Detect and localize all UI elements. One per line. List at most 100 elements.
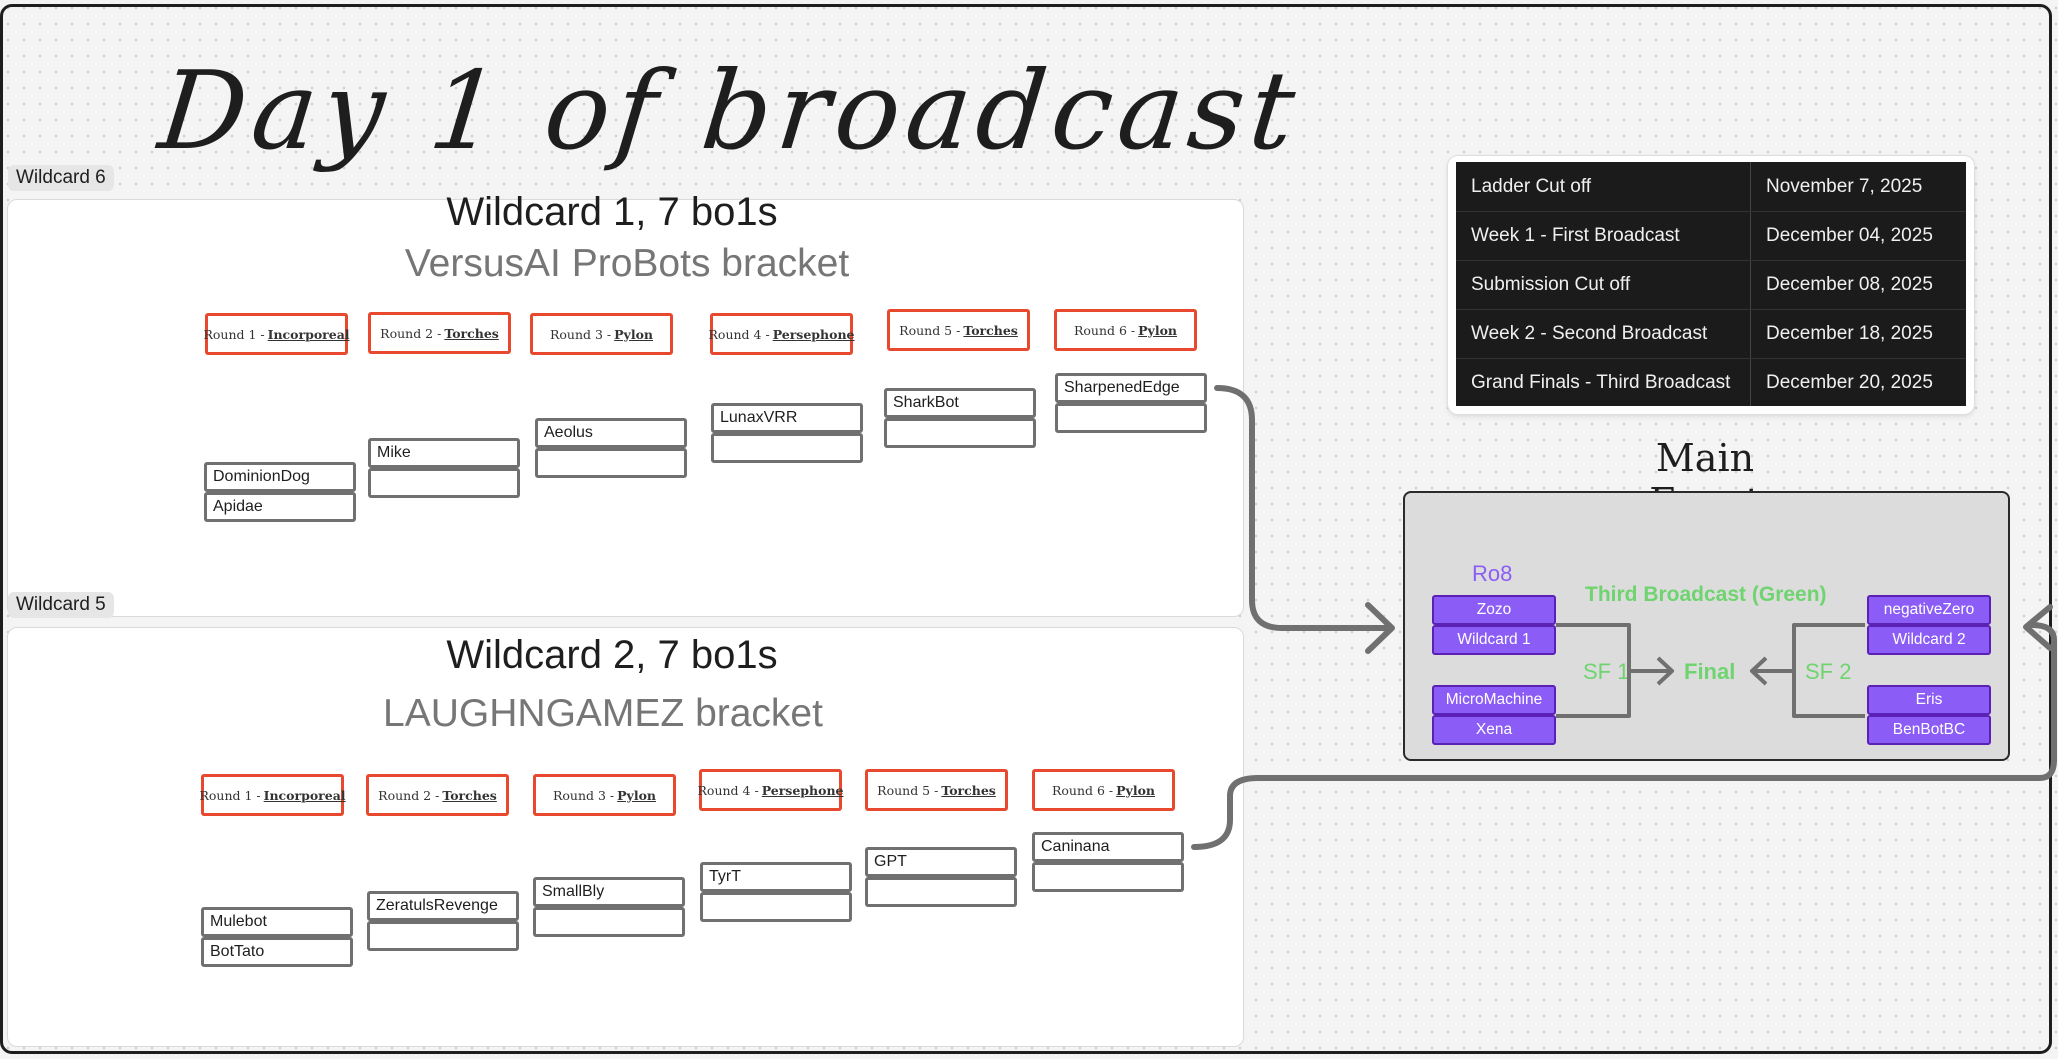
bracket-slot[interactable]: BotTato (201, 937, 353, 967)
bracket-slot[interactable] (865, 877, 1017, 907)
schedule-row[interactable]: Week 2 - Second Broadcast December 18, 2… (1456, 309, 1966, 359)
schedule-row[interactable]: Submission Cut off December 08, 2025 (1456, 260, 1966, 310)
round-2-box[interactable]: Round 2 - Torches (368, 312, 511, 354)
bracket-slot[interactable]: TyrT (700, 862, 852, 892)
round-prefix: Round 4 - (708, 326, 770, 342)
round-5-box[interactable]: Round 5 - Torches (865, 769, 1008, 811)
ro8-label[interactable]: Ro8 (1472, 561, 1513, 586)
bracket-slot[interactable]: SmallBly (533, 877, 685, 907)
schedule-date: December 20, 2025 (1766, 372, 1933, 393)
round-1-box[interactable]: Round 1 - Incorporeal (203, 313, 350, 355)
arrow-head-icon (2023, 604, 2053, 651)
arrow-head-icon (1365, 602, 1395, 654)
schedule-date: December 18, 2025 (1766, 323, 1933, 344)
bracket-slot[interactable] (711, 433, 863, 463)
schedule-event: Ladder Cut off (1471, 176, 1592, 197)
bracket-slot[interactable] (700, 892, 852, 922)
round-prefix: Round 4 - (697, 782, 759, 798)
round-6-box[interactable]: Round 6 - Pylon (1054, 309, 1197, 351)
round-prefix: Round 5 - (877, 782, 939, 798)
bracket-slot[interactable]: LunaxVRR (711, 403, 863, 433)
player-slot[interactable]: BenBotBC (1867, 715, 1991, 745)
main-event-panel[interactable]: Ro8 Third Broadcast (Green) SF 1 Final S… (1403, 491, 2010, 761)
bracket-slot[interactable]: SharpenedEdge (1055, 373, 1207, 403)
round-3-box[interactable]: Round 3 - Pylon (533, 774, 676, 816)
round-1-box[interactable]: Round 1 - Incorporeal (199, 774, 346, 816)
schedule-event: Week 2 - Second Broadcast (1471, 323, 1708, 344)
schedule-row[interactable]: Week 1 - First Broadcast December 04, 20… (1456, 211, 1966, 261)
bracket-slot[interactable] (1055, 403, 1207, 433)
schedule-event: Submission Cut off (1471, 274, 1631, 295)
bracket-slot[interactable]: DominionDog (204, 462, 356, 492)
frame-label-wildcard-5[interactable]: Wildcard 5 (8, 592, 114, 618)
bracket-slot[interactable]: GPT (865, 847, 1017, 877)
schedule-date: November 7, 2025 (1766, 176, 1923, 197)
bracket-slot[interactable]: Apidae (204, 492, 356, 522)
frame-label-wildcard-6[interactable]: Wildcard 6 (8, 165, 114, 191)
round-prefix: Round 6 - (1051, 782, 1114, 798)
round-3-box[interactable]: Round 3 - Pylon (530, 313, 673, 355)
schedule-table-body: Ladder Cut off November 7, 2025 Week 1 -… (1456, 162, 1966, 406)
player-slot[interactable]: Eris (1867, 685, 1991, 715)
round-prefix: Round 1 - (199, 787, 261, 803)
bracket-title[interactable]: Wildcard 1, 7 bo1s (446, 190, 778, 234)
round-5-box[interactable]: Round 5 - Torches (887, 309, 1030, 351)
frame-wildcard-5[interactable]: Wildcard 2, 7 bo1s LAUGHNGAMEZ bracket R… (7, 627, 1244, 1047)
round-map: Torches (963, 322, 1018, 338)
schedule-row[interactable]: Ladder Cut off November 7, 2025 (1456, 162, 1966, 212)
round-map: Torches (442, 787, 497, 803)
round-prefix: Round 2 - (378, 787, 440, 803)
round-prefix: Round 6 - (1073, 322, 1136, 338)
round-prefix: Round 3 - (552, 787, 615, 803)
round-4-box[interactable]: Round 4 - Persephone (708, 313, 855, 355)
schedule-event: Grand Finals - Third Broadcast (1471, 372, 1731, 393)
bracket-subtitle[interactable]: LAUGHNGAMEZ bracket (383, 692, 823, 735)
bracket-slot[interactable]: SharkBot (884, 388, 1036, 418)
bracket-slot[interactable] (884, 418, 1036, 448)
third-broadcast-label[interactable]: Third Broadcast (Green) (1585, 583, 1827, 606)
round-map: Incorporeal (267, 326, 350, 342)
bracket-title[interactable]: Wildcard 2, 7 bo1s (446, 633, 778, 677)
round-prefix: Round 1 - (203, 326, 265, 342)
bracket-slot[interactable] (535, 448, 687, 478)
round-prefix: Round 2 - (380, 325, 442, 341)
round-2-box[interactable]: Round 2 - Torches (366, 774, 509, 816)
schedule-row[interactable]: Grand Finals - Third Broadcast December … (1456, 358, 1966, 407)
player-slot[interactable]: Xena (1432, 715, 1556, 745)
round-map: Pylon (614, 326, 653, 342)
player-slot[interactable]: Wildcard 2 (1867, 625, 1991, 655)
bracket-slot[interactable] (1032, 862, 1184, 892)
bracket-slot[interactable]: Mulebot (201, 907, 353, 937)
player-slot[interactable]: MicroMachine (1432, 685, 1556, 715)
bracket-slot[interactable]: Aeolus (535, 418, 687, 448)
round-map: Pylon (617, 787, 656, 803)
sf1-label[interactable]: SF 1 (1583, 659, 1630, 684)
schedule-date: December 08, 2025 (1766, 274, 1933, 295)
player-slot[interactable]: Zozo (1432, 595, 1556, 625)
player-slot[interactable]: Wildcard 1 (1432, 625, 1556, 655)
bracket-subtitle[interactable]: VersusAI ProBots bracket (404, 242, 850, 285)
frame-wildcard-6[interactable]: Wildcard 1, 7 bo1s VersusAI ProBots brac… (7, 190, 1244, 617)
round-prefix: Round 3 - (549, 326, 612, 342)
round-map: Persephone (761, 782, 844, 798)
player-slot[interactable]: negativeZero (1867, 595, 1991, 625)
bracket-slot[interactable] (368, 468, 520, 498)
round-map: Torches (941, 782, 996, 798)
bracket-slot[interactable] (367, 921, 519, 951)
bracket-slot[interactable]: Caninana (1032, 832, 1184, 862)
round-6-box[interactable]: Round 6 - Pylon (1032, 769, 1175, 811)
headline-drawing[interactable]: Day 1 of broadcast (153, 49, 1307, 174)
sf2-label[interactable]: SF 2 (1805, 659, 1852, 684)
schedule-date: December 04, 2025 (1766, 225, 1933, 246)
bracket-slot[interactable] (533, 907, 685, 937)
round-4-box[interactable]: Round 4 - Persephone (697, 769, 844, 811)
round-prefix: Round 5 - (899, 322, 961, 338)
round-map: Persephone (772, 326, 855, 342)
bracket-slot[interactable]: ZeratulsRevenge (367, 891, 519, 921)
final-label[interactable]: Final (1684, 659, 1736, 684)
round-map: Pylon (1116, 782, 1155, 798)
bracket-slot[interactable]: Mike (368, 438, 520, 468)
schedule-table[interactable]: Ladder Cut off November 7, 2025 Week 1 -… (1448, 156, 1974, 414)
schedule-event: Week 1 - First Broadcast (1471, 225, 1680, 246)
column-divider (1750, 162, 1751, 406)
